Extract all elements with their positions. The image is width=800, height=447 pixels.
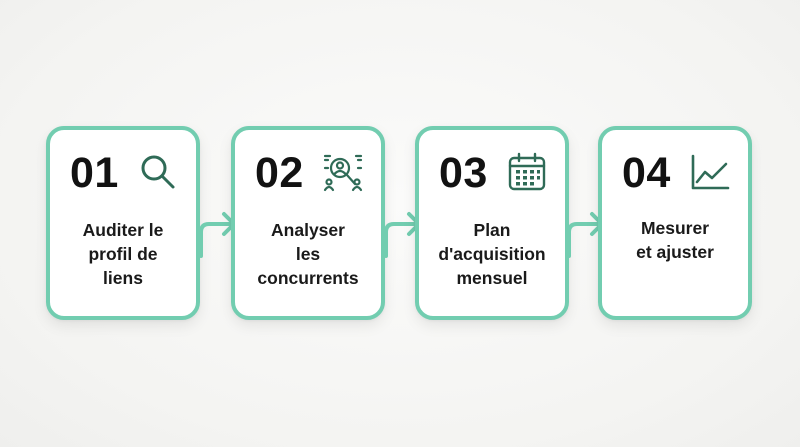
step-label: Mesurer et ajuster (610, 216, 740, 264)
step-label-line: mensuel (456, 268, 528, 288)
step-number: 02 (255, 149, 304, 197)
step-label-line: les (295, 244, 321, 264)
step-label-line: profil de (88, 244, 158, 264)
step-label: Auditer le profil de liens (58, 218, 188, 290)
step-label-line: Analyser (271, 220, 345, 240)
search-icon (138, 152, 178, 192)
step-number: 01 (70, 149, 119, 197)
step-card-1: 01 Auditer le profil de liens (46, 126, 200, 320)
step-number: 03 (439, 149, 488, 197)
step-number: 04 (622, 149, 671, 197)
step-label-line: Auditer le (82, 220, 164, 240)
competitor-analysis-icon (323, 152, 363, 192)
step-card-3: 03 (415, 126, 569, 320)
step-label-line: d'acquisition (438, 244, 546, 264)
step-label: Analyser les concurrents (243, 218, 373, 290)
step-label-line: Plan (473, 220, 511, 240)
step-label: Plan d'acquisition mensuel (427, 218, 557, 290)
line-chart-icon (690, 152, 730, 192)
step-card-4: 04 Mesurer et ajuster (598, 126, 752, 320)
step-card-2: 02 Analyser les concurrents (231, 126, 385, 320)
calendar-icon (507, 152, 547, 192)
step-label-line: concurrents (257, 268, 359, 288)
step-label-line: Mesurer (640, 218, 710, 238)
step-label-line: et ajuster (636, 242, 714, 262)
step-label-line: liens (103, 268, 143, 288)
